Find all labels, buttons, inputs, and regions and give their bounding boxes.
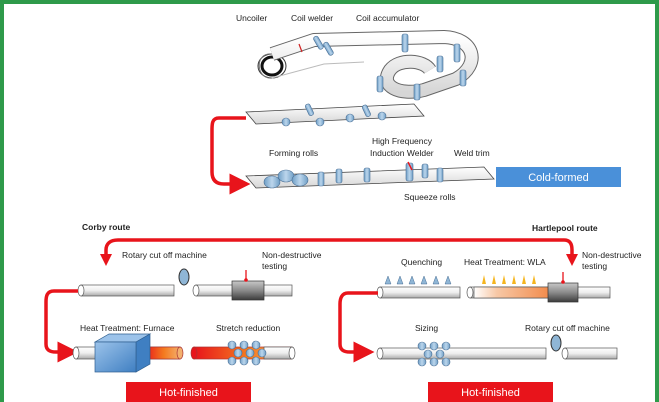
flow-arrow-to-forming [210,116,251,195]
ndt-right-label-line2: testing [582,261,607,271]
corby-route-arrowhead [100,254,112,266]
hot-finished-right-label: Hot-finished [461,387,520,399]
ndt-left-label-line2: testing [262,261,287,271]
sizing-rolls [417,341,451,367]
stretch-reduction-label: Stretch reduction [216,323,281,333]
wla-pipe [466,272,611,303]
rotary-cutter-disc-left [178,268,190,286]
quenching-pipe [376,286,461,299]
cold-formed-box: Cold-formed [496,167,621,187]
hot-finished-box-left: Hot-finished [126,382,251,402]
quenching-label: Quenching [401,257,442,267]
hartlepool-flow-arrow [338,291,378,363]
ndt-right-label-line1: Non-destructive [582,250,642,260]
wla-heat-flames [482,275,536,284]
rotary-cutter-disc-right [550,334,562,352]
corby-ndt-pipe [192,270,293,301]
coil-accumulator-label: Coil accumulator [356,13,419,23]
ndt-left-label-line1: Non-destructive [262,250,322,260]
hartlepool-route-label: Hartlepool route [532,223,598,233]
coil-strip [269,30,479,99]
corby-route-label: Corby route [82,222,130,232]
tube-process-diagram: Uncoiler Coil welder Coil accumulator Fo… [44,13,642,402]
forming-line [245,161,495,189]
sizing-label: Sizing [415,323,438,333]
cut-length-pipe [561,347,618,360]
corby-flow-arrow [44,289,79,363]
rotary-cut-off-left-label: Rotary cut off machine [122,250,207,260]
hf-welder-label-line2: Induction Welder [370,148,434,158]
heat-treatment-wla-label: Heat Treatment: WLA [464,257,546,267]
quench-sprays [384,275,452,285]
hot-finished-left-label: Hot-finished [159,387,218,399]
uncoiler [257,53,287,79]
hartlepool-route-arrowhead [566,254,578,266]
sizing-pipe [376,347,547,360]
coil-welder [313,35,334,56]
furnace-box [93,333,152,373]
corby-cut-pipe [77,284,175,297]
uncoiler-label: Uncoiler [236,13,267,23]
flat-strip-feed [245,103,425,127]
coil-welder-label: Coil welder [291,13,333,23]
squeeze-rolls-label: Squeeze rolls [404,192,456,202]
stretch-reduction-rolls [227,340,267,366]
hot-finished-box-right: Hot-finished [428,382,553,402]
coil-accumulator [376,33,467,101]
heat-treatment-furnace-label: Heat Treatment: Furnace [80,323,175,333]
weld-trim-label: Weld trim [454,148,490,158]
stretch-reduction-pipe [190,346,296,360]
cold-formed-label: Cold-formed [528,172,589,184]
forming-rolls-label: Forming rolls [269,148,318,158]
hf-welder-label-line1: High Frequency [372,136,433,146]
rotary-cut-off-right-label: Rotary cut off machine [525,323,610,333]
route-connector-arrow [104,238,574,256]
